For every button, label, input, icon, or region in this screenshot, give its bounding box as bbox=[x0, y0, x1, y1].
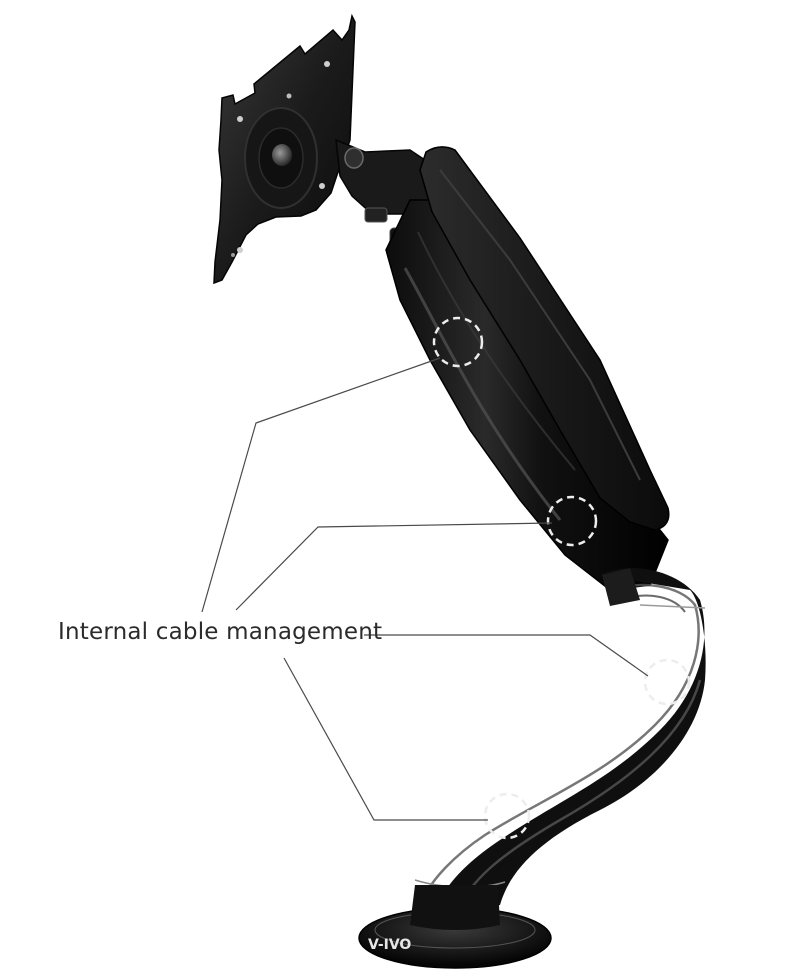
lower-arm bbox=[414, 568, 706, 917]
tilt-joint bbox=[335, 138, 431, 251]
leader-line-elbow bbox=[364, 634, 649, 677]
callout-markers bbox=[432, 316, 691, 840]
leader-line-mid bbox=[235, 522, 553, 611]
leader-lines bbox=[201, 357, 649, 821]
cable-port-upper-marker bbox=[432, 316, 484, 368]
leader-line-lower bbox=[283, 657, 488, 821]
leader-line-upper bbox=[201, 357, 441, 613]
cable-port-elbow-marker bbox=[643, 658, 691, 706]
vesa-plate bbox=[213, 13, 356, 285]
cable-port-mid-marker bbox=[546, 495, 598, 547]
upper-arm bbox=[385, 146, 670, 591]
base-logo: V-IVO bbox=[368, 937, 411, 953]
desk-base: V-IVO bbox=[358, 885, 552, 969]
cable-port-lower-marker bbox=[483, 792, 531, 840]
annotation-label: Internal cable management bbox=[58, 619, 383, 645]
